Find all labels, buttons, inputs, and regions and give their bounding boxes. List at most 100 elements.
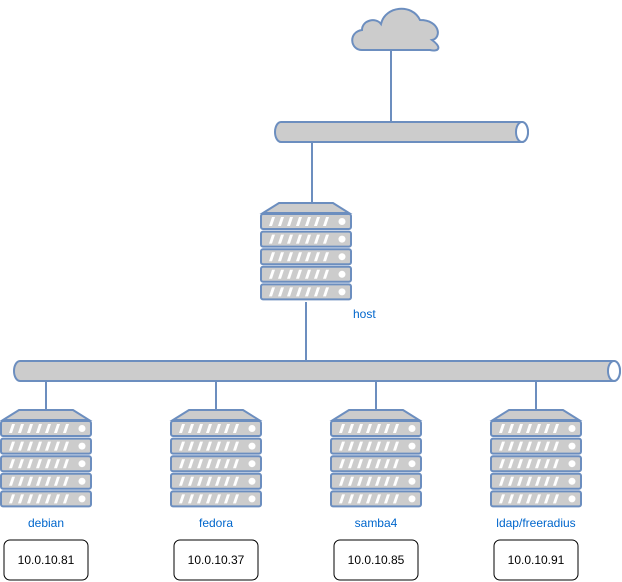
- led-icon: [568, 460, 576, 468]
- vent-slot: [366, 441, 372, 451]
- vent-slot: [384, 459, 390, 469]
- vent-slot: [348, 459, 354, 469]
- vent-slot: [233, 441, 239, 451]
- vent-slot: [384, 424, 390, 433]
- vent-slot: [339, 459, 345, 469]
- vent-slot: [224, 424, 230, 433]
- bottom-network-bus[interactable]: [13, 360, 621, 382]
- server-top: [329, 409, 423, 421]
- vent-slot: [54, 476, 60, 486]
- vent-slot: [206, 459, 212, 469]
- host-server[interactable]: [259, 202, 353, 301]
- vent-slot: [54, 441, 60, 451]
- vent-slot: [54, 459, 60, 469]
- vent-slot: [517, 424, 523, 433]
- vent-slot: [544, 494, 550, 504]
- host-label: host: [353, 307, 376, 321]
- server-rack-unit: [0, 420, 92, 437]
- vent-slot: [339, 494, 345, 504]
- server-rack-unit: [170, 490, 262, 508]
- server-top: [259, 202, 353, 214]
- led-icon: [408, 442, 416, 450]
- led-icon: [78, 425, 86, 432]
- led-icon: [338, 270, 346, 278]
- vent-slot: [357, 441, 363, 451]
- vent-slot: [323, 217, 329, 226]
- vent-slot: [18, 494, 24, 504]
- top-network-bus[interactable]: [274, 121, 529, 143]
- led-icon: [248, 442, 256, 450]
- vent-slot: [357, 494, 363, 504]
- vent-slot: [296, 234, 302, 244]
- vent-slot: [348, 424, 354, 433]
- server-rack-unit: [490, 490, 582, 508]
- vent-slot: [197, 424, 203, 433]
- vent-slot: [375, 476, 381, 486]
- server-label: debian: [28, 516, 64, 530]
- server-top: [0, 409, 93, 421]
- vent-slot: [517, 459, 523, 469]
- vent-slot: [269, 217, 275, 226]
- server-top: [489, 409, 583, 421]
- vent-slot: [366, 494, 372, 504]
- server-rack-unit: [260, 248, 352, 266]
- led-icon: [78, 460, 86, 468]
- vent-slot: [206, 494, 212, 504]
- vent-slot: [18, 459, 24, 469]
- vent-slot: [305, 217, 311, 226]
- vent-slot: [393, 424, 399, 433]
- vent-slot: [188, 476, 194, 486]
- vent-slot: [499, 424, 505, 433]
- vent-slot: [63, 424, 69, 433]
- cloud-icon[interactable]: [351, 7, 440, 52]
- vent-slot: [348, 441, 354, 451]
- vent-slot: [526, 459, 532, 469]
- vent-slot: [206, 441, 212, 451]
- vent-slot: [526, 494, 532, 504]
- led-icon: [338, 288, 346, 296]
- vent-slot: [63, 476, 69, 486]
- server-rack-unit: [490, 455, 582, 473]
- vent-slot: [27, 494, 33, 504]
- vent-slot: [348, 494, 354, 504]
- server-rack-unit: [260, 213, 352, 230]
- vent-slot: [233, 424, 239, 433]
- ip-address: 10.0.10.91: [508, 553, 565, 567]
- vent-slot: [544, 459, 550, 469]
- vent-slot: [517, 494, 523, 504]
- led-icon: [338, 253, 346, 261]
- vent-slot: [393, 459, 399, 469]
- vent-slot: [188, 441, 194, 451]
- connections: [305, 50, 392, 361]
- vent-slot: [339, 476, 345, 486]
- led-icon: [568, 425, 576, 432]
- vent-slot: [393, 494, 399, 504]
- server-label: fedora: [199, 516, 233, 530]
- vent-slot: [296, 252, 302, 262]
- vent-slot: [348, 476, 354, 486]
- vent-slot: [63, 441, 69, 451]
- vent-slot: [287, 269, 293, 279]
- vent-slot: [508, 441, 514, 451]
- vent-slot: [544, 476, 550, 486]
- vent-slot: [188, 424, 194, 433]
- vent-slot: [179, 476, 185, 486]
- vent-slot: [197, 441, 203, 451]
- vent-slot: [323, 252, 329, 262]
- vent-slot: [384, 441, 390, 451]
- server-rack-unit: [170, 455, 262, 473]
- vent-slot: [553, 476, 559, 486]
- vent-slot: [179, 459, 185, 469]
- vent-slot: [27, 441, 33, 451]
- led-icon: [408, 477, 416, 485]
- server-rack-unit: [260, 265, 352, 283]
- vent-slot: [27, 459, 33, 469]
- server-rack-unit: [170, 472, 262, 490]
- vent-slot: [179, 424, 185, 433]
- vent-slot: [9, 459, 15, 469]
